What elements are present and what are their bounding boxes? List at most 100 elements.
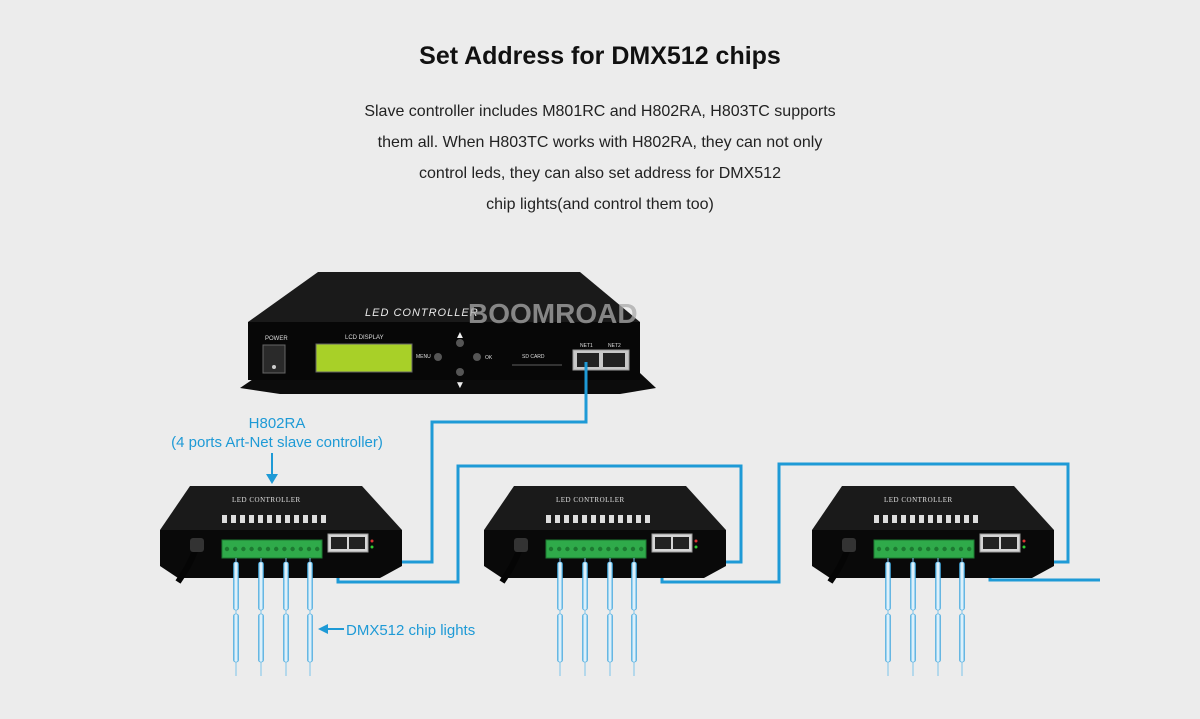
power-indicator xyxy=(272,365,276,369)
terminal-screw xyxy=(622,546,627,552)
indicator-mark xyxy=(955,515,960,523)
dmx-light-tube xyxy=(233,613,239,663)
power-cable xyxy=(175,546,199,584)
description-line: Slave controller includes M801RC and H80… xyxy=(364,103,836,120)
description: Slave controller includes M801RC and H80… xyxy=(300,96,900,220)
cable-master-to-slave1 xyxy=(356,362,588,564)
indicator-mark xyxy=(973,515,978,523)
terminal-block[interactable] xyxy=(545,539,647,559)
ok-label: OK xyxy=(485,355,493,361)
dmx-light-tube xyxy=(557,561,563,611)
indicator-mark xyxy=(874,515,879,523)
master-controller: LED CONTROLLER BOOMROAD POWER LCD DISPLA… xyxy=(240,272,656,394)
terminal-screw xyxy=(298,546,303,552)
terminal-screw xyxy=(257,546,262,552)
ethernet-port[interactable] xyxy=(673,537,689,549)
ethernet-port[interactable] xyxy=(655,537,671,549)
indicator-mark xyxy=(546,515,551,523)
ethernet-port[interactable] xyxy=(331,537,347,549)
status-led xyxy=(1022,545,1026,549)
ethernet-port[interactable] xyxy=(1001,537,1017,549)
power-connector[interactable] xyxy=(514,538,528,552)
indicator-mark xyxy=(258,515,263,523)
terminal-screw xyxy=(917,546,923,552)
sd-card-label: SD CARD xyxy=(522,354,545,360)
power-switch[interactable] xyxy=(262,344,286,374)
down-button[interactable] xyxy=(456,368,464,376)
indicator-mark xyxy=(312,515,317,523)
indicator-mark xyxy=(267,515,272,523)
indicator-mark xyxy=(600,515,605,523)
terminal-screw xyxy=(557,546,562,552)
description-line: them all. When H803TC works with H802RA,… xyxy=(377,134,823,151)
terminal-block[interactable] xyxy=(873,539,975,559)
terminal-block[interactable] xyxy=(221,539,323,559)
terminal-screw xyxy=(967,546,972,552)
status-led xyxy=(694,539,698,543)
terminal-screw xyxy=(306,546,312,552)
terminal-screw xyxy=(565,546,570,552)
dmx-light-tube xyxy=(607,561,613,611)
terminal-screw xyxy=(581,546,586,552)
terminal-screw xyxy=(598,546,603,552)
terminal-screw xyxy=(885,546,890,552)
menu-label: MENU xyxy=(416,354,431,360)
dmx-light-tube xyxy=(582,561,588,611)
dmx-light-tube xyxy=(935,561,941,611)
dmx-light-tube xyxy=(307,561,313,611)
dmx-light-tube xyxy=(935,613,941,663)
ok-button[interactable] xyxy=(473,353,481,361)
terminal-screw xyxy=(233,546,238,552)
terminal-screw xyxy=(249,546,254,552)
net1-port[interactable] xyxy=(577,353,599,367)
lcd-label: LCD DISPLAY xyxy=(345,335,384,341)
page-title: Set Address for DMX512 chips xyxy=(419,42,781,70)
terminal-screw xyxy=(274,546,279,552)
indicator-mark xyxy=(618,515,623,523)
lights-annotation: DMX512 chip lights xyxy=(318,622,475,639)
indicator-mark xyxy=(964,515,969,523)
dmx-light-tube xyxy=(885,613,891,663)
left-arrow-icon xyxy=(318,624,328,634)
dmx-light-tube xyxy=(307,613,313,663)
indicator-mark xyxy=(285,515,290,523)
description-line: chip lights(and control them too) xyxy=(486,196,714,213)
dmx-light-tube xyxy=(959,613,965,663)
terminal-screw xyxy=(224,546,230,552)
indicator-mark xyxy=(901,515,906,523)
terminal-screw xyxy=(241,546,246,552)
indicator-mark xyxy=(636,515,641,523)
up-button[interactable] xyxy=(456,339,464,347)
ethernet-cables xyxy=(336,362,1100,584)
net2-port[interactable] xyxy=(603,353,625,367)
slave-controller: LED CONTROLLER xyxy=(160,486,402,676)
indicator-mark xyxy=(609,515,614,523)
indicator-mark xyxy=(249,515,254,523)
slave-controller: LED CONTROLLER xyxy=(484,486,726,676)
indicator-mark xyxy=(883,515,888,523)
terminal-screw xyxy=(315,546,320,552)
dmx-light-tube xyxy=(959,561,965,611)
dmx-light-tube xyxy=(283,613,289,663)
slave-desc-label: (4 ports Art-Net slave controller) xyxy=(171,434,383,451)
sd-card-slot[interactable] xyxy=(512,364,562,366)
indicator-mark xyxy=(928,515,933,523)
terminal-screw xyxy=(639,546,644,552)
terminal-screw xyxy=(589,546,595,552)
power-connector[interactable] xyxy=(190,538,204,552)
dmx-light-tube xyxy=(910,561,916,611)
ethernet-port[interactable] xyxy=(349,537,365,549)
menu-button[interactable] xyxy=(434,353,442,361)
power-connector[interactable] xyxy=(842,538,856,552)
indicator-mark xyxy=(919,515,924,523)
dmx-light-tube xyxy=(258,561,264,611)
dmx-light-tube xyxy=(258,613,264,663)
terminal-screw xyxy=(573,546,578,552)
slave-top-face xyxy=(160,486,402,530)
power-cable xyxy=(827,546,851,584)
ethernet-port[interactable] xyxy=(983,537,999,549)
status-led xyxy=(370,539,374,543)
terminal-screw xyxy=(942,546,947,552)
